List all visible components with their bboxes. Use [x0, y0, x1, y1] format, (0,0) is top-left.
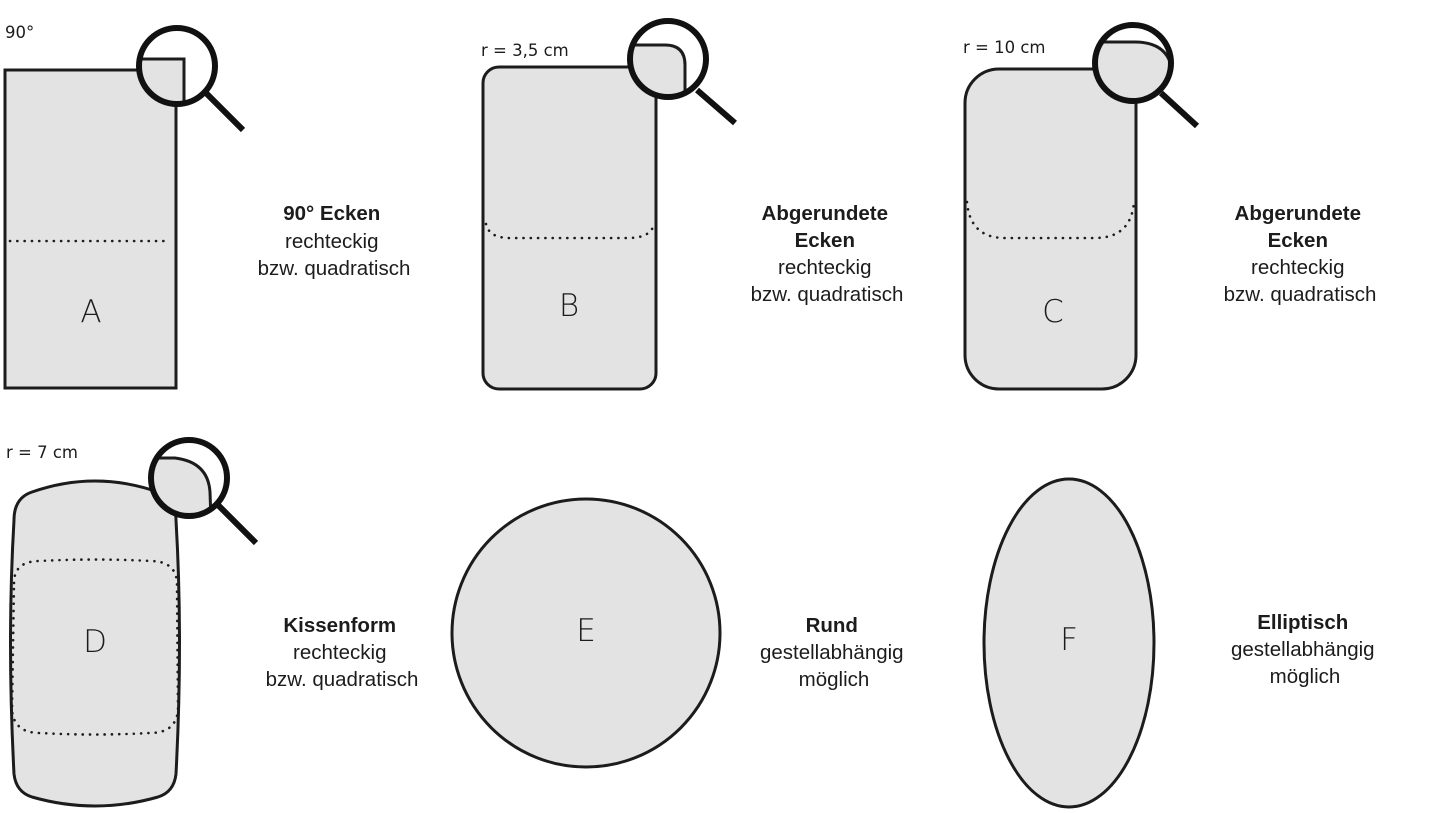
shape-a-letter: A [80, 294, 101, 330]
shape-d: D r = 7 cm [6, 437, 259, 808]
shape-a: A 90° [3, 23, 246, 390]
caption-a-line-2: bzw. quadratisch [258, 257, 411, 280]
shape-c: C r = 10 cm [963, 22, 1200, 391]
caption-d-line-1: rechteckig [293, 641, 386, 664]
shape-a-outline [3, 68, 178, 390]
shape-c-letter: C [1042, 294, 1064, 330]
shape-c-outline [963, 67, 1138, 391]
caption-e: Rund gestellabhängig möglich [760, 614, 908, 691]
shape-d-dimension: r = 7 cm [6, 443, 78, 462]
caption-b-line-2: bzw. quadratisch [751, 283, 904, 306]
shape-d-dotted-line [10, 558, 180, 736]
magnifier-icon [627, 18, 737, 126]
shape-b: B r = 3,5 cm [481, 18, 737, 391]
caption-e-line-2: möglich [799, 668, 870, 691]
caption-f: Elliptisch gestellabhängig möglich [1231, 611, 1379, 688]
shape-a-dimension: 90° [5, 23, 34, 42]
shape-e: E [450, 497, 722, 769]
caption-b-title-1: Abgerundete [762, 202, 888, 225]
caption-c-line-1: rechteckig [1251, 256, 1344, 279]
caption-a-title: 90° Ecken [283, 202, 380, 225]
caption-b-line-1: rechteckig [778, 256, 871, 279]
shape-f-letter: F [1060, 622, 1078, 658]
caption-f-line-2: möglich [1270, 665, 1341, 688]
caption-f-line-1: gestellabhängig [1231, 638, 1375, 661]
magnifier-icon [148, 437, 259, 546]
caption-d-line-2: bzw. quadratisch [266, 668, 419, 691]
caption-a: 90° Ecken rechteckig bzw. quadratisch [258, 202, 411, 280]
caption-c-title-1: Abgerundete [1235, 202, 1361, 225]
caption-f-title: Elliptisch [1257, 611, 1348, 634]
caption-e-line-1: gestellabhängig [760, 641, 904, 664]
magnifier-icon [1092, 22, 1200, 129]
caption-c-title-2: Ecken [1268, 229, 1328, 252]
caption-d-title: Kissenform [283, 614, 396, 637]
shape-b-dimension: r = 3,5 cm [481, 41, 569, 60]
shape-b-letter: B [559, 288, 579, 324]
shape-b-outline [481, 65, 658, 391]
magnifier-icon [136, 25, 246, 133]
shape-f: F [982, 477, 1156, 809]
shape-e-letter: E [576, 613, 596, 649]
shape-b-dotted-line [484, 222, 656, 240]
shape-d-letter: D [83, 624, 107, 660]
caption-e-title: Rund [806, 614, 858, 637]
shape-f-outline [982, 477, 1156, 809]
shape-c-dimension: r = 10 cm [963, 38, 1045, 57]
caption-c-line-2: bzw. quadratisch [1224, 283, 1377, 306]
caption-d: Kissenform rechteckig bzw. quadratisch [266, 614, 419, 691]
caption-c: Abgerundete Ecken rechteckig bzw. quadra… [1224, 202, 1377, 306]
caption-b: Abgerundete Ecken rechteckig bzw. quadra… [751, 202, 904, 306]
caption-b-title-2: Ecken [795, 229, 855, 252]
caption-a-line-1: rechteckig [285, 230, 378, 253]
shape-e-outline [450, 497, 722, 769]
shape-c-dotted-line [965, 200, 1136, 240]
